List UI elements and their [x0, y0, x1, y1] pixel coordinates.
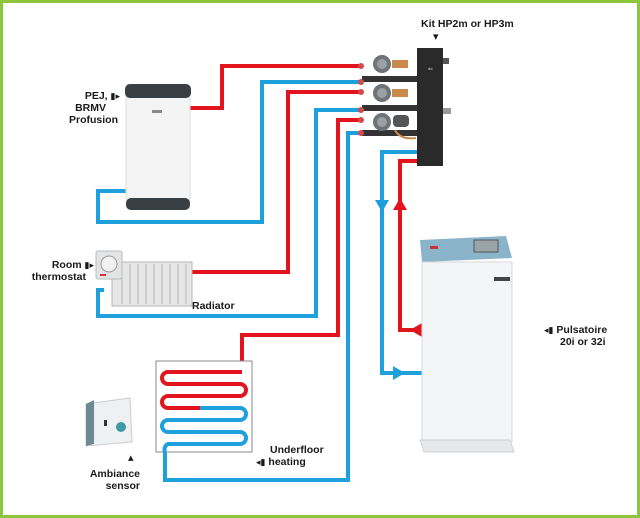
room-thermostat-label: Room ▮▸ thermostat — [31, 259, 94, 284]
pump-3 — [373, 113, 417, 140]
kit-hp-separator: dd — [358, 48, 451, 166]
pipe-radiator-flow — [190, 90, 362, 274]
arrow-down-cold — [375, 200, 389, 212]
hot-water-cylinder — [125, 84, 191, 210]
arrow-right-cold — [393, 366, 405, 380]
pipe-cylinder-return — [96, 80, 362, 224]
pointer-down-icon: ▾ — [433, 31, 439, 43]
pointer-right-icon: ▮▸ — [110, 91, 120, 102]
pointer-left-icon: ◂▮ — [256, 457, 266, 468]
pipe-boiler-flow — [398, 159, 422, 332]
pointer-right-icon: ▮▸ — [84, 260, 94, 271]
pipe-underfloor-return — [163, 131, 362, 482]
arrow-left-hot — [410, 323, 422, 337]
ambiance-sensor-device — [85, 397, 133, 447]
kit-label: Kit HP2m or HP3m — [421, 18, 514, 30]
pointer-left-icon: ◂▮ — [544, 325, 554, 336]
ambiance-sensor-label: Ambiance sensor — [89, 468, 140, 492]
pipe-underfloor-flow — [240, 118, 362, 372]
boiler-pulsatoire — [419, 236, 515, 453]
boiler-label: ◂▮ Pulsatoire 20i or 32i — [544, 324, 608, 349]
pipe-radiator-return — [96, 108, 362, 318]
arrow-up-hot — [393, 198, 407, 210]
underfloor-coil — [155, 360, 253, 453]
svg-text:dd: dd — [428, 66, 432, 71]
pump-1 — [373, 55, 408, 73]
pipe-cylinder-flow — [190, 64, 362, 110]
radiator — [111, 261, 193, 307]
pointer-up-icon: ▴ — [128, 452, 134, 464]
room-thermostat-device — [95, 250, 123, 280]
radiator-label: Radiator — [192, 300, 235, 312]
pump-2 — [373, 84, 408, 102]
underfloor-label: Underfloor ◂▮ heating — [256, 444, 324, 468]
cylinder-label: PEJ, ▮▸ BRMV Profusion — [69, 90, 120, 127]
